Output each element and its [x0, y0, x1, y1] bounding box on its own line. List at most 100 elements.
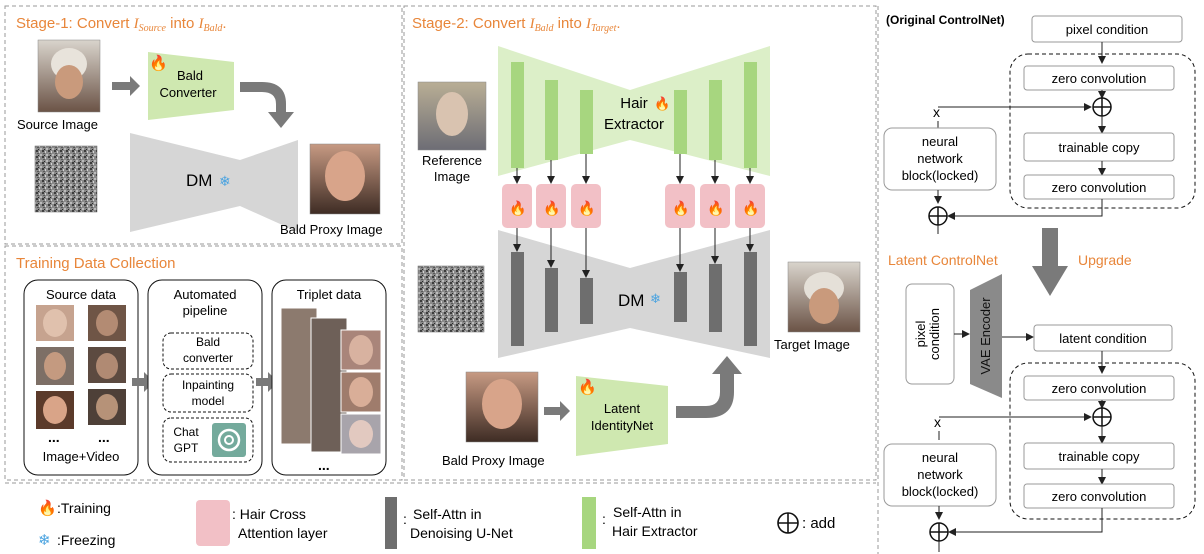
latent-condition-box: [1033, 324, 1173, 352]
source-image: [37, 39, 101, 113]
bald-converter-label-1: Bald: [177, 68, 203, 83]
fire-icon: 🔥: [543, 200, 560, 217]
neural-network-box-bottom: [883, 443, 997, 507]
chatgpt-step-2: GPT: [174, 441, 199, 455]
zero-conv-top-2-label: zero convolution: [1052, 180, 1147, 195]
trainable-copy-top-label: trainable copy: [1059, 140, 1140, 155]
arrow-converter-to-dm: [240, 82, 294, 128]
latent-condition-label: latent condition: [1059, 331, 1146, 346]
legend-self-attn-hair-2: Hair Extractor: [612, 523, 698, 539]
arrow-source-to-converter: [112, 76, 140, 96]
triplet-label: Triplet data: [297, 287, 362, 302]
legend-colon-gray: :: [403, 511, 407, 527]
reference-label-1: Reference: [422, 153, 482, 168]
fire-icons-cross-attn: 🔥 🔥 🔥 🔥 🔥 🔥: [509, 200, 759, 217]
source-ellipsis-2: ...: [98, 429, 110, 445]
bald-proxy-label-stage2: Bald Proxy Image: [442, 453, 545, 468]
stage1-title: Stage-1: Convert ISource into IBald.: [16, 15, 227, 34]
stage2-title: Stage-2: Convert IBald into ITarget.: [412, 15, 621, 34]
dm-label-stage1: DM: [186, 171, 212, 190]
hair-extractor-label-1: Hair: [620, 95, 648, 112]
hair-extractor-label-2: Extractor: [604, 116, 664, 133]
target-image: [787, 261, 861, 333]
arrow-proxy-to-identitynet: [544, 401, 570, 421]
unet-self-attn-blocks: [511, 252, 757, 346]
fire-icon: 🔥: [509, 200, 526, 217]
latent-identitynet-label-2: IdentityNet: [591, 418, 654, 433]
fire-icon: 🔥: [707, 200, 724, 217]
reference-label-2: Image: [434, 169, 470, 184]
arrow-identitynet-to-dm: [676, 356, 742, 418]
latent-controlnet-title: Latent ControlNet: [888, 252, 998, 268]
triplet-thumbnails: [280, 307, 382, 455]
plus-circle-icon: [929, 522, 949, 542]
fire-icon: 🔥: [672, 200, 689, 217]
legend-green-swatch: [582, 497, 596, 549]
legend-gray-swatch: [385, 497, 397, 549]
automated-label-1: Automated: [174, 287, 237, 302]
neural-bottom-3: block(locked): [902, 484, 979, 499]
source-ellipsis-1: ...: [48, 429, 60, 445]
original-controlnet-title: (Original ControlNet): [886, 13, 1005, 27]
fire-icon: 🔥: [38, 499, 57, 517]
legend-self-attn-hair-1: Self-Attn in: [613, 504, 681, 520]
zero-conv-bottom-1: [1023, 375, 1175, 401]
pixel-condition-latent-2: condition: [927, 308, 942, 360]
dm-label-stage2: DM: [618, 291, 644, 310]
legend-hair-cross-1: : Hair Cross: [232, 506, 306, 522]
source-data-thumbnails: [36, 305, 126, 429]
zero-conv-bottom-1-label: zero convolution: [1052, 381, 1147, 396]
zero-conv-top-2: [1023, 174, 1175, 200]
pixel-condition-latent-1: pixel: [913, 321, 928, 348]
neural-top-1: neural: [922, 134, 958, 149]
pixel-condition-box-top: [1031, 15, 1183, 43]
dm-network-stage2: [498, 230, 770, 358]
pixel-condition-top-label: pixel condition: [1066, 22, 1148, 37]
fire-icon: 🔥: [742, 200, 759, 217]
bald-proxy-image-stage1: [309, 143, 381, 215]
bald-converter-step-2: converter: [183, 351, 233, 365]
plus-circle-icon: [1092, 97, 1112, 117]
inpainting-step-1: Inpainting: [182, 378, 234, 392]
fire-icon: 🔥: [654, 96, 670, 111]
automated-label-2: pipeline: [183, 303, 228, 318]
latent-identitynet-label-1: Latent: [604, 401, 641, 416]
plus-circle-icon: [928, 206, 948, 226]
vae-encoder-label: VAE Encoder: [978, 297, 993, 375]
zero-conv-top-1: [1023, 65, 1175, 91]
plus-circle-icon: [1092, 407, 1112, 427]
bald-converter-step: [162, 332, 254, 370]
hair-extractor-network: [498, 46, 770, 176]
source-data-label: Source data: [46, 287, 117, 302]
hair-extractor-attn-blocks: [511, 62, 757, 168]
inpainting-step: [162, 373, 254, 413]
arrow-zero-to-output-add-top: [947, 199, 1103, 220]
arrow-zero-to-output-add-bottom: [948, 508, 1103, 536]
bald-converter-step-1: Bald: [196, 335, 220, 349]
legend-training: :Training: [57, 500, 111, 516]
trainable-copy-top: [1023, 132, 1175, 162]
target-label: Target Image: [774, 337, 850, 352]
dm-network-stage1: [130, 133, 298, 232]
legend-pink-swatch: [196, 500, 230, 546]
chatgpt-step-1: Chat: [173, 425, 199, 439]
neural-top-2: network: [917, 151, 963, 166]
zero-conv-bottom-2-label: zero convolution: [1052, 489, 1147, 504]
inpainting-step-2: model: [192, 394, 225, 408]
zero-conv-top-1-label: zero convolution: [1052, 71, 1147, 86]
training-title: Training Data Collection: [16, 255, 176, 272]
legend-self-attn-unet-2: Denoising U-Net: [410, 525, 513, 541]
legend-add: : add: [802, 515, 835, 532]
arrows-cross-attn-to-unet: [513, 228, 754, 278]
zero-conv-bottom-2: [1023, 483, 1175, 509]
legend-self-attn-unet-1: Self-Attn in: [413, 506, 481, 522]
legend-hair-cross-2: Attention layer: [238, 525, 328, 541]
noise-image-2: [417, 265, 485, 333]
neural-top-3: block(locked): [902, 168, 979, 183]
panel-borders: [4, 5, 879, 554]
bald-proxy-label-stage1: Bald Proxy Image: [280, 222, 383, 237]
reference-image: [417, 81, 487, 151]
legend-freezing: :Freezing: [57, 532, 115, 548]
fire-icon: 🔥: [578, 378, 597, 396]
